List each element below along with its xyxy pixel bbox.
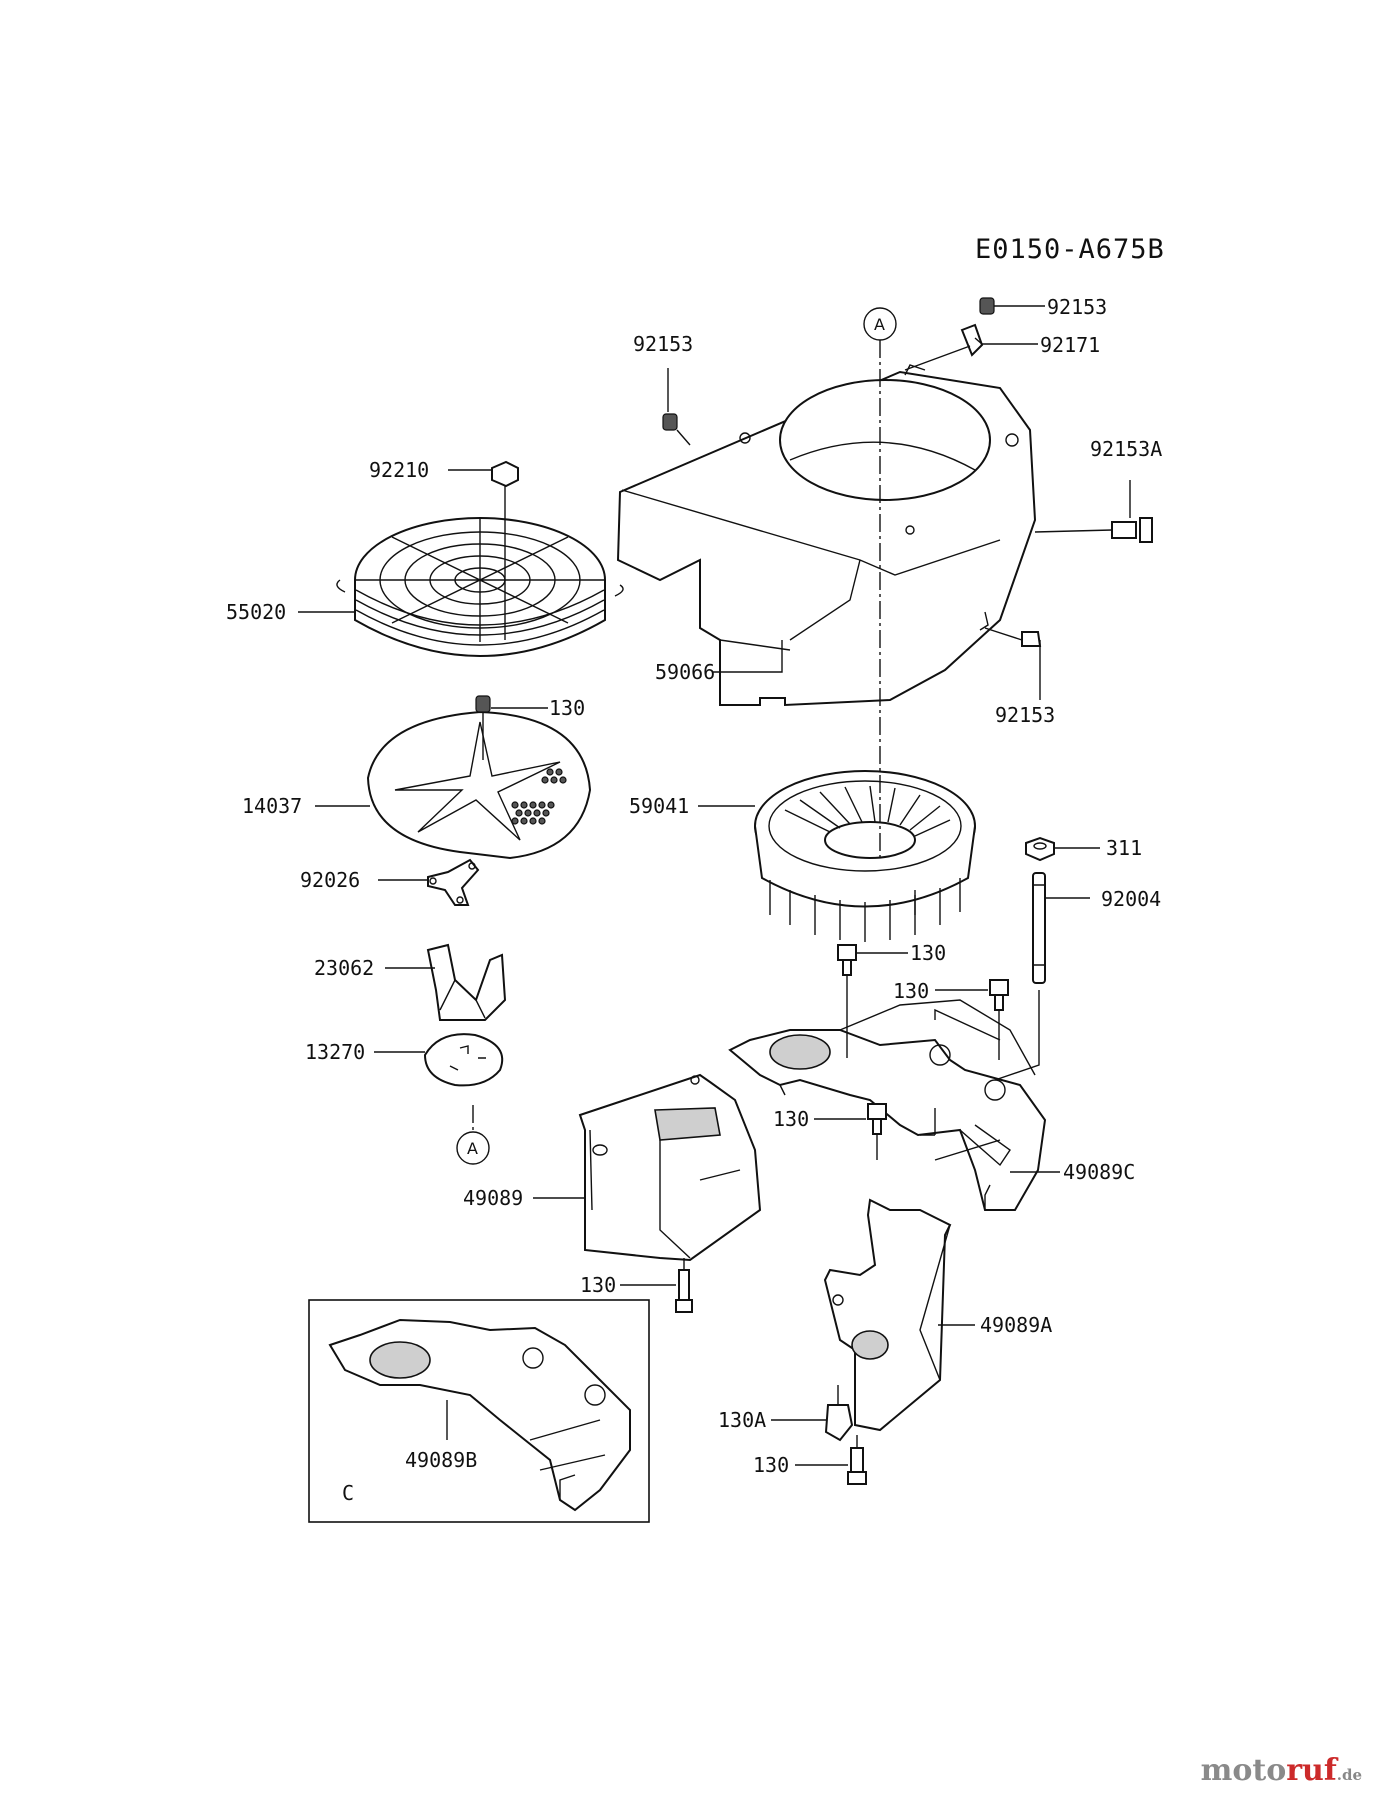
mesh-pattern (511, 768, 567, 825)
ref-circle-a-bottom (456, 1131, 490, 1165)
nut-311 (1025, 836, 1055, 862)
diagram-code: E0150-A675B (975, 234, 1165, 265)
label-49089B: 49089B (405, 1448, 477, 1472)
assembly-axis (472, 340, 881, 1132)
clip-92171 (960, 323, 984, 357)
label-130-a: 130 (549, 696, 585, 720)
bolt-92153-top (979, 297, 995, 315)
label-130A: 130A (718, 1408, 766, 1432)
bolt-130-f (847, 1447, 867, 1485)
fan-housing-59066 (616, 364, 1037, 707)
label-92004: 92004 (1101, 887, 1161, 911)
bolt-130-b (837, 944, 857, 976)
screen-55020 (336, 517, 624, 657)
label-23062: 23062 (314, 956, 374, 980)
stud-92004 (1032, 872, 1046, 984)
bolt-130A (824, 1404, 854, 1442)
spacer-92026 (427, 858, 480, 906)
label-92210: 92210 (369, 458, 429, 482)
watermark-part-b: ruf (1286, 1753, 1337, 1788)
label-92026: 92026 (300, 868, 360, 892)
plate-14037 (366, 710, 592, 860)
label-49089A: 49089A (980, 1313, 1052, 1337)
label-14037: 14037 (242, 794, 302, 818)
ref-a-bottom: A (467, 1139, 478, 1158)
bolt-92153A (1111, 517, 1153, 543)
bolt-130-c (989, 979, 1009, 1011)
bolt-130-a (475, 695, 491, 713)
watermark: motoruf.de (1201, 1753, 1362, 1788)
bolt-92153-bottom (1021, 631, 1042, 647)
label-59066: 59066 (655, 660, 715, 684)
label-130-b: 130 (910, 941, 946, 965)
bolt-130-e (675, 1269, 693, 1313)
label-92153-left: 92153 (633, 332, 693, 356)
watermark-part-a: moto (1200, 1753, 1287, 1788)
label-130-c: 130 (893, 979, 929, 1003)
bracket-23062 (426, 943, 507, 1021)
part-labels: 92153 92171 92153 92153A 92210 55020 590… (226, 295, 1162, 1477)
label-49089: 49089 (463, 1186, 523, 1210)
label-59041: 59041 (629, 794, 689, 818)
label-49089C: 49089C (1063, 1160, 1135, 1184)
bolt-130-d (867, 1103, 887, 1135)
label-92153A: 92153A (1090, 437, 1162, 461)
baffle-49089 (578, 1073, 762, 1262)
fan-59041 (754, 770, 976, 942)
baffle-49089C (728, 999, 1047, 1211)
bolt-92153-left (662, 413, 678, 431)
label-130-d: 130 (773, 1107, 809, 1131)
label-130-f: 130 (753, 1453, 789, 1477)
label-92153-top: 92153 (1047, 295, 1107, 319)
nut-92210 (491, 460, 519, 488)
leader-lines (298, 305, 1131, 1466)
label-92153-bottom: 92153 (995, 703, 1055, 727)
label-92171: 92171 (1040, 333, 1100, 357)
watermark-tld: .de (1336, 1766, 1362, 1784)
ref-a-top: A (874, 315, 885, 334)
baffle-49089A (823, 1198, 952, 1432)
label-311: 311 (1106, 836, 1142, 860)
label-55020: 55020 (226, 600, 286, 624)
label-130-e: 130 (580, 1273, 616, 1297)
inset-c: C (308, 1299, 650, 1523)
inset-c-label: C (342, 1481, 354, 1505)
plate-13270 (423, 1033, 504, 1087)
label-13270: 13270 (305, 1040, 365, 1064)
